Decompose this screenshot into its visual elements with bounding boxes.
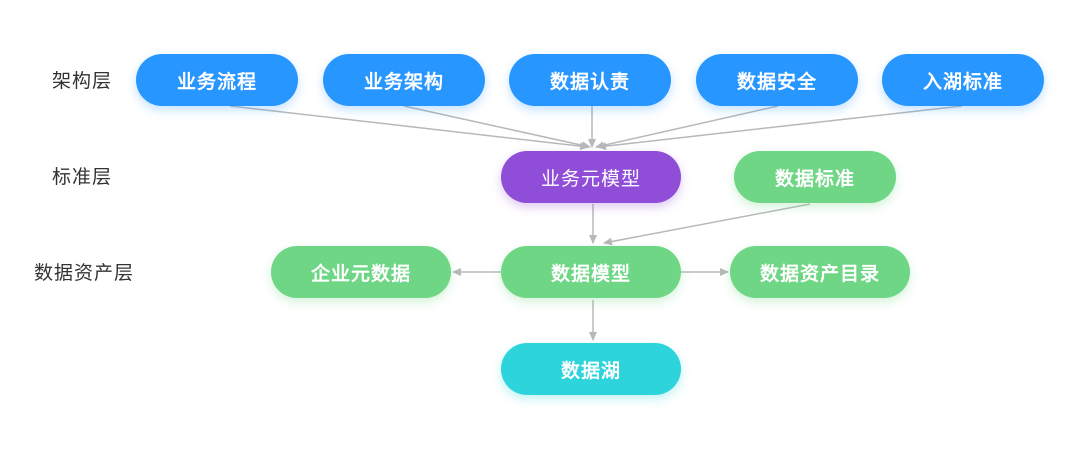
arrow-lake-standard-to-metamodel (597, 105, 963, 151)
node-lake-ingestion-standard: 入湖标准 (882, 54, 1044, 106)
arrow-data-security-to-metamodel (595, 105, 779, 150)
node-business-process: 业务流程 (136, 54, 298, 106)
layer-label-architecture: 架构层 (52, 70, 113, 92)
layer-label-data-asset: 数据资产层 (34, 262, 135, 284)
arrow-data-standard-to-data-model (603, 203, 811, 246)
node-data-model: 数据模型 (501, 246, 681, 298)
arrow-business-process-to-metamodel (229, 105, 589, 151)
node-data-security: 数据安全 (696, 54, 858, 106)
node-data-ownership: 数据认责 (509, 54, 671, 106)
node-data-asset-catalog: 数据资产目录 (730, 246, 910, 298)
node-enterprise-metadata: 企业元数据 (271, 246, 451, 298)
node-data-lake: 数据湖 (501, 343, 681, 395)
node-business-metamodel: 业务元模型 (501, 151, 681, 203)
layer-label-standard: 标准层 (52, 166, 113, 188)
node-data-standard: 数据标准 (734, 151, 896, 203)
node-business-architecture: 业务架构 (323, 54, 485, 106)
arrow-business-architecture-to-metamodel (403, 105, 591, 150)
